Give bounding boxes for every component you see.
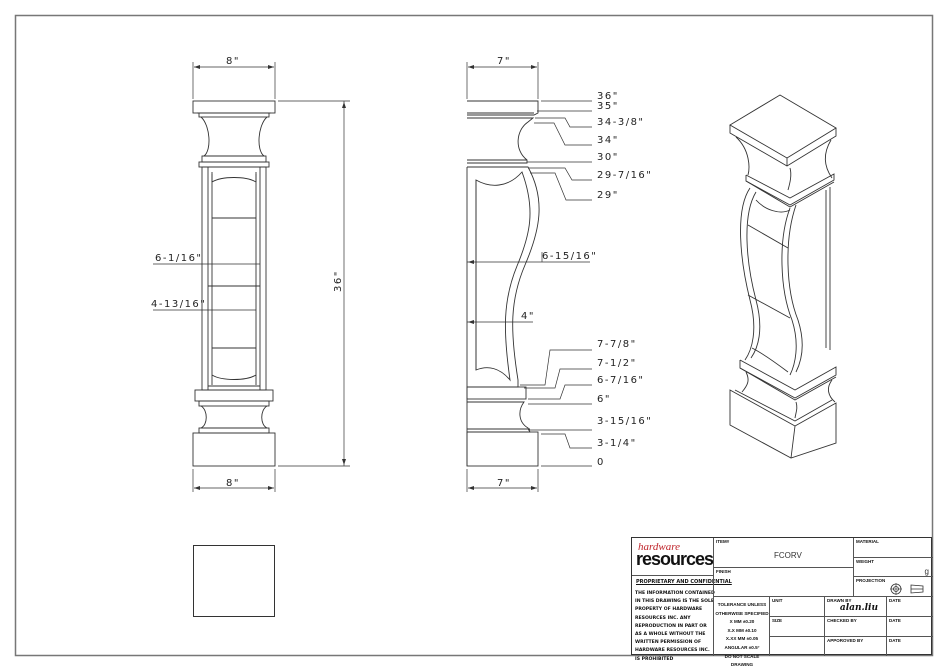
svg-text:30": 30" <box>597 152 619 163</box>
projection-cell: PROJECTION <box>853 576 933 597</box>
front-top-width: 8" <box>226 56 240 67</box>
checked-by-cell: CHECKED BY <box>824 616 887 637</box>
checked-by-label: CHECKED BY <box>827 618 857 623</box>
material-cell: MATERIAL <box>853 538 933 558</box>
date-cell-3: DATE <box>886 636 933 656</box>
brand-logo-bottom: resources <box>636 549 714 569</box>
unit-cell: UNIT <box>769 596 825 617</box>
svg-text:0: 0 <box>597 457 605 468</box>
weight-value: g <box>924 567 929 576</box>
svg-text:35": 35" <box>597 101 619 112</box>
front-lower-width: 4-13/16" <box>151 299 206 310</box>
weight-label: WEIGHT <box>856 559 874 564</box>
side-depth-lower: 4" <box>521 311 535 322</box>
item-value: FCORV <box>774 551 802 560</box>
svg-text:36": 36" <box>597 91 619 102</box>
side-elevation-labels: 36" 35" 34-3/8" 34" 30" 29-7/16" 29" 7-7… <box>597 91 652 468</box>
svg-text:6-7/16": 6-7/16" <box>597 375 645 386</box>
front-upper-width: 6-1/16" <box>155 253 203 264</box>
date-cell-1: DATE <box>886 596 933 617</box>
date-cell-2: DATE <box>886 616 933 637</box>
isometric-view <box>729 94 837 459</box>
proprietary-title: PROPRIETARY AND CONFIDENTIAL <box>636 579 732 585</box>
proprietary-text: THE INFORMATION CONTAINED IN THIS DRAWIN… <box>635 591 715 662</box>
svg-text:29": 29" <box>597 190 619 201</box>
logo-cell: hardware resources <box>632 538 714 576</box>
side-depth-upper: 6-15/16" <box>542 251 597 262</box>
tolerance-notes: TOLERANCE UNLESS OTHERWISE SPECIFIED X M… <box>715 602 769 668</box>
drawn-by-label: DRAWN BY <box>827 598 852 603</box>
brand-logo-top: hardware <box>638 541 680 553</box>
front-view <box>192 100 276 467</box>
side-bottom-width: 7" <box>497 478 511 489</box>
title-block: hardware resources PROPRIETARY AND CONFI… <box>631 537 933 667</box>
svg-text:34-3/8": 34-3/8" <box>597 117 645 128</box>
projection-symbol-icon <box>890 583 924 595</box>
drawing-frame <box>14 14 934 657</box>
projection-label: PROJECTION <box>856 578 886 583</box>
side-dimensions <box>466 62 592 492</box>
approved-by-label: APPOROVED BY <box>827 638 864 643</box>
side-top-width: 7" <box>497 56 511 67</box>
weight-cell: WEIGHT g <box>853 557 933 577</box>
svg-text:29-7/16": 29-7/16" <box>597 170 652 181</box>
side-view <box>466 100 540 467</box>
blank-cell <box>769 636 825 656</box>
material-label: MATERIAL <box>856 539 879 544</box>
svg-text:3-1/4": 3-1/4" <box>597 438 637 449</box>
finish-cell: FINISH <box>713 567 854 597</box>
svg-text:34": 34" <box>597 135 619 146</box>
drawn-by-signature: alan.liu <box>839 603 878 613</box>
svg-text:6": 6" <box>597 394 611 405</box>
unit-label: UNIT <box>772 598 783 603</box>
item-label: ITEM# <box>716 539 730 544</box>
svg-text:7-7/8": 7-7/8" <box>597 339 637 350</box>
finish-label: FINISH <box>716 569 731 574</box>
tolerance-cell: TOLERANCE UNLESS OTHERWISE SPECIFIED X M… <box>713 596 770 667</box>
svg-text:3-15/16": 3-15/16" <box>597 416 652 427</box>
front-dimensions <box>153 62 350 492</box>
size-label: SIZE <box>772 618 783 623</box>
front-bottom-width: 8" <box>226 478 240 489</box>
drawn-by-cell: DRAWN BY alan.liu <box>824 596 887 617</box>
approved-by-cell: APPOROVED BY <box>824 636 887 656</box>
front-height: 36" <box>333 270 344 292</box>
plan-view <box>193 545 275 617</box>
item-cell: ITEM# FCORV <box>713 538 854 568</box>
svg-text:7-1/2": 7-1/2" <box>597 358 637 369</box>
size-cell: SIZE <box>769 616 825 637</box>
